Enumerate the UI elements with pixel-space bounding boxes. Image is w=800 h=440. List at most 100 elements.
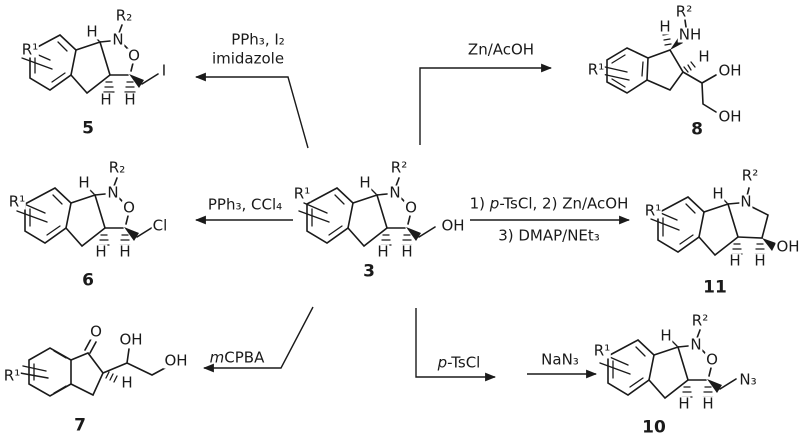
- compound-3-number: 3: [363, 261, 375, 282]
- reagent-to-11-italic-p: p: [489, 194, 500, 213]
- cyclopentanone-ring: [70, 352, 104, 397]
- reagent-chlorination: PPh₃, CCl₄: [207, 195, 283, 214]
- r1-attachment-bond: [601, 66, 630, 81]
- compound-6-o-label: O: [122, 198, 136, 217]
- compound-6-number: 6: [82, 270, 94, 291]
- aromatic-inner-bonds: [611, 54, 644, 88]
- compound-7-oh-lower-label: OH: [163, 351, 189, 370]
- hash-wedge-h-top: [662, 33, 672, 46]
- compound-5-number: 5: [82, 118, 94, 139]
- reagent-to-11-line1: 1) p-TsCl, 2) Zn/AcOH: [469, 194, 629, 213]
- compound-10-r1-label: R¹: [592, 341, 612, 360]
- reagent-mcpba: mCPBA: [209, 348, 265, 367]
- compound-6-n-label: N: [106, 183, 120, 202]
- compound-3-r1-label: R¹: [292, 184, 312, 203]
- compound-7-skeleton: [19, 338, 166, 397]
- reagent-tscl-italic-p: p: [437, 353, 448, 372]
- reagent-mcpba-italic-m: m: [209, 348, 225, 367]
- compound-7-ketone-o-label: O: [89, 322, 103, 341]
- compound-11-h-top-label: H: [711, 184, 725, 203]
- compound-11-r2-label: R²: [740, 166, 760, 185]
- compound-5-h-top-label: H: [85, 22, 99, 41]
- compound-10-h-top-label: H: [659, 326, 673, 345]
- compound-5-h-left-label: H: [99, 90, 113, 109]
- reaction-arrows: [194, 63, 631, 382]
- reagent-zn-reduction: Zn/AcOH: [467, 40, 535, 59]
- compound-7-number: 7: [74, 415, 86, 436]
- cyclopentane-ring: [646, 49, 684, 91]
- reagent-tscl-rest: -TsCl: [447, 353, 481, 372]
- compound-10-r2-label: R²: [690, 311, 710, 330]
- compound-3-h-right-label: H: [400, 242, 414, 261]
- compound-6-r2-label: R₂: [107, 158, 127, 177]
- arrow-to-compound-7: [202, 306, 314, 373]
- compound-7-r1-label: R¹: [2, 366, 22, 385]
- compound-11-r1-label: R¹: [643, 201, 663, 220]
- diol-chain-bonds: [102, 348, 166, 376]
- compound-11-hydroxyl-label: OH: [775, 237, 800, 256]
- reagent-tosyl-chloride: p-TsCl: [437, 353, 481, 372]
- compound-5-o-label: O: [127, 46, 141, 65]
- compound-5-r1-label: R¹: [20, 40, 40, 59]
- compound-8-h-mid-label: H: [697, 47, 711, 66]
- nh-r2-bond: [684, 19, 687, 28]
- compound-8-r2-label: R²: [674, 2, 694, 21]
- compound-10-n-label: N: [689, 335, 703, 354]
- compound-8-oh-lower-label: OH: [717, 107, 743, 126]
- compound-5-iodide-label: I: [160, 61, 168, 80]
- reagent-to-11-prefix: 1): [469, 194, 490, 213]
- compound-10-h-left-label: H: [677, 394, 691, 413]
- arrow-to-compound-8: [419, 63, 553, 145]
- hash-wedge-h: [105, 371, 118, 383]
- reagent-mcpba-rest: CPBA: [224, 348, 265, 367]
- compound-6-h-top-label: H: [77, 173, 91, 192]
- compound-6-r1-label: R¹: [7, 192, 27, 211]
- benzene-ring: [28, 347, 72, 397]
- compound-10-azide-label: N₃: [738, 370, 758, 389]
- compound-8-nh-label: NH: [677, 25, 703, 44]
- compound-5-r2-label: R₂: [114, 6, 134, 25]
- reagent-to-11-rest: -TsCl, 2) Zn/AcOH: [499, 194, 629, 213]
- compound-11-h-left-label: H: [728, 251, 742, 270]
- compound-6-chloride-label: Cl: [151, 216, 169, 235]
- compound-11-number: 11: [703, 277, 727, 298]
- compound-7-h-label: H: [120, 373, 134, 392]
- reagent-iodination-line2: imidazole: [211, 49, 285, 68]
- r1-attachment-bond: [19, 365, 49, 379]
- compound-10-o-label: O: [705, 350, 719, 369]
- compound-3-hydroxyl-label: OH: [440, 216, 466, 235]
- compound-5-h-right-label: H: [123, 90, 137, 109]
- compound-5-n-label: N: [111, 30, 125, 49]
- reagent-sodium-azide: NaN₃: [541, 350, 579, 369]
- reagent-to-11-line2: 3) DMAP/NEt₃: [498, 226, 600, 245]
- compound-10-number: 10: [642, 417, 666, 438]
- compound-3-r2-label: R²: [389, 158, 409, 177]
- diol-chain-bonds: [682, 71, 717, 113]
- compound-6-h-right-label: H: [118, 242, 132, 261]
- ketone-double-bond: [84, 338, 97, 354]
- compound-8-oh-upper-label: OH: [717, 61, 743, 80]
- arrow-tosylation: [415, 308, 497, 382]
- compound-3-o-label: O: [404, 198, 418, 217]
- compound-3-h-top-label: H: [358, 173, 372, 192]
- reagent-iodination-line1: PPh₃, I₂: [231, 30, 285, 49]
- bold-wedge-oh: [762, 238, 776, 251]
- compound-10-h-right-label: H: [701, 394, 715, 413]
- hash-wedge-h-mid: [683, 61, 696, 73]
- compound-3-n-label: N: [388, 183, 402, 202]
- arrow-to-compound-5: [194, 72, 309, 149]
- aromatic-inner-bonds: [33, 350, 67, 394]
- aromatic-inner-bonds: [662, 203, 696, 245]
- compound-11-h-right-label: H: [753, 251, 767, 270]
- compound-8-h-top-label: H: [658, 17, 672, 36]
- c1-n-bond: [727, 202, 740, 205]
- cyclopentane-ring: [698, 202, 739, 257]
- compound-8-number: 8: [691, 119, 703, 140]
- compound-11-n-label: N: [739, 192, 753, 211]
- compound-6-h-left-label: H: [94, 242, 108, 261]
- compound-3-h-left-label: H: [376, 242, 390, 261]
- compound-7-oh-upper-label: OH: [118, 330, 144, 349]
- pyrrolidine-ring-bonds: [737, 206, 769, 239]
